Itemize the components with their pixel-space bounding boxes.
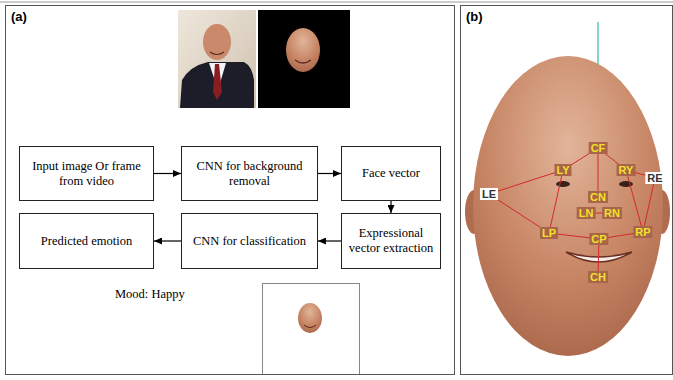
suit xyxy=(180,62,254,108)
landmark-line xyxy=(626,170,643,232)
box-text: Expressional vector extraction xyxy=(348,226,434,256)
top-rule xyxy=(0,2,673,3)
head xyxy=(203,24,231,60)
landmark-line xyxy=(598,148,599,197)
smile xyxy=(295,60,311,63)
landmark-label: CP xyxy=(589,233,608,245)
landmark-label: LE xyxy=(480,188,498,200)
box-text: CNN for classification xyxy=(193,234,306,249)
landmark-label: CF xyxy=(589,142,608,154)
process-box: Predicted emotion xyxy=(19,213,154,269)
flow-arrow xyxy=(154,240,181,241)
box-text: CNN for background removal xyxy=(188,159,311,189)
landmark-line xyxy=(549,170,563,233)
flow-arrow xyxy=(318,240,341,241)
landmark-label: LY xyxy=(554,164,571,176)
box-text: Input image Or frame from video xyxy=(26,159,147,189)
box-text: Predicted emotion xyxy=(41,234,132,249)
process-box: Input image Or frame from video xyxy=(19,146,154,201)
landmark-lines xyxy=(489,148,655,277)
face-illustration xyxy=(473,56,663,356)
output-photo xyxy=(263,284,360,375)
head xyxy=(286,28,320,72)
landmark-label: LN xyxy=(577,207,596,219)
input-photo xyxy=(178,10,256,108)
flow-arrow xyxy=(318,173,341,174)
tie xyxy=(213,64,222,100)
smile xyxy=(210,52,224,55)
flow-arrow xyxy=(390,201,391,213)
landmark-label: RE xyxy=(645,172,664,184)
flow-arrow xyxy=(154,173,181,174)
mood-caption: Mood: Happy xyxy=(115,287,185,302)
box-text: Face vector xyxy=(362,166,420,181)
process-box: CNN for background removal xyxy=(181,146,318,201)
landmark-label: RY xyxy=(617,164,636,176)
panel-letter: (a) xyxy=(11,9,27,24)
process-box: Expressional vector extraction xyxy=(341,213,441,269)
eye xyxy=(556,181,570,187)
process-box: CNN for classification xyxy=(181,213,318,269)
landmark-label: CN xyxy=(588,191,608,203)
landmark-label: LP xyxy=(540,227,558,239)
masked-photo xyxy=(258,10,350,108)
process-box: Face vector xyxy=(341,146,441,201)
figure-panel: (a)Input image Or frame from videoCNN fo… xyxy=(5,5,455,375)
landmark-label: RN xyxy=(602,207,622,219)
smile xyxy=(304,325,316,328)
landmark-label: CH xyxy=(588,271,608,283)
panel-letter: (b) xyxy=(466,9,483,24)
head xyxy=(298,303,322,333)
landmark-line xyxy=(489,170,563,194)
landmark-line xyxy=(643,178,655,232)
landmark-label: RP xyxy=(633,226,652,238)
